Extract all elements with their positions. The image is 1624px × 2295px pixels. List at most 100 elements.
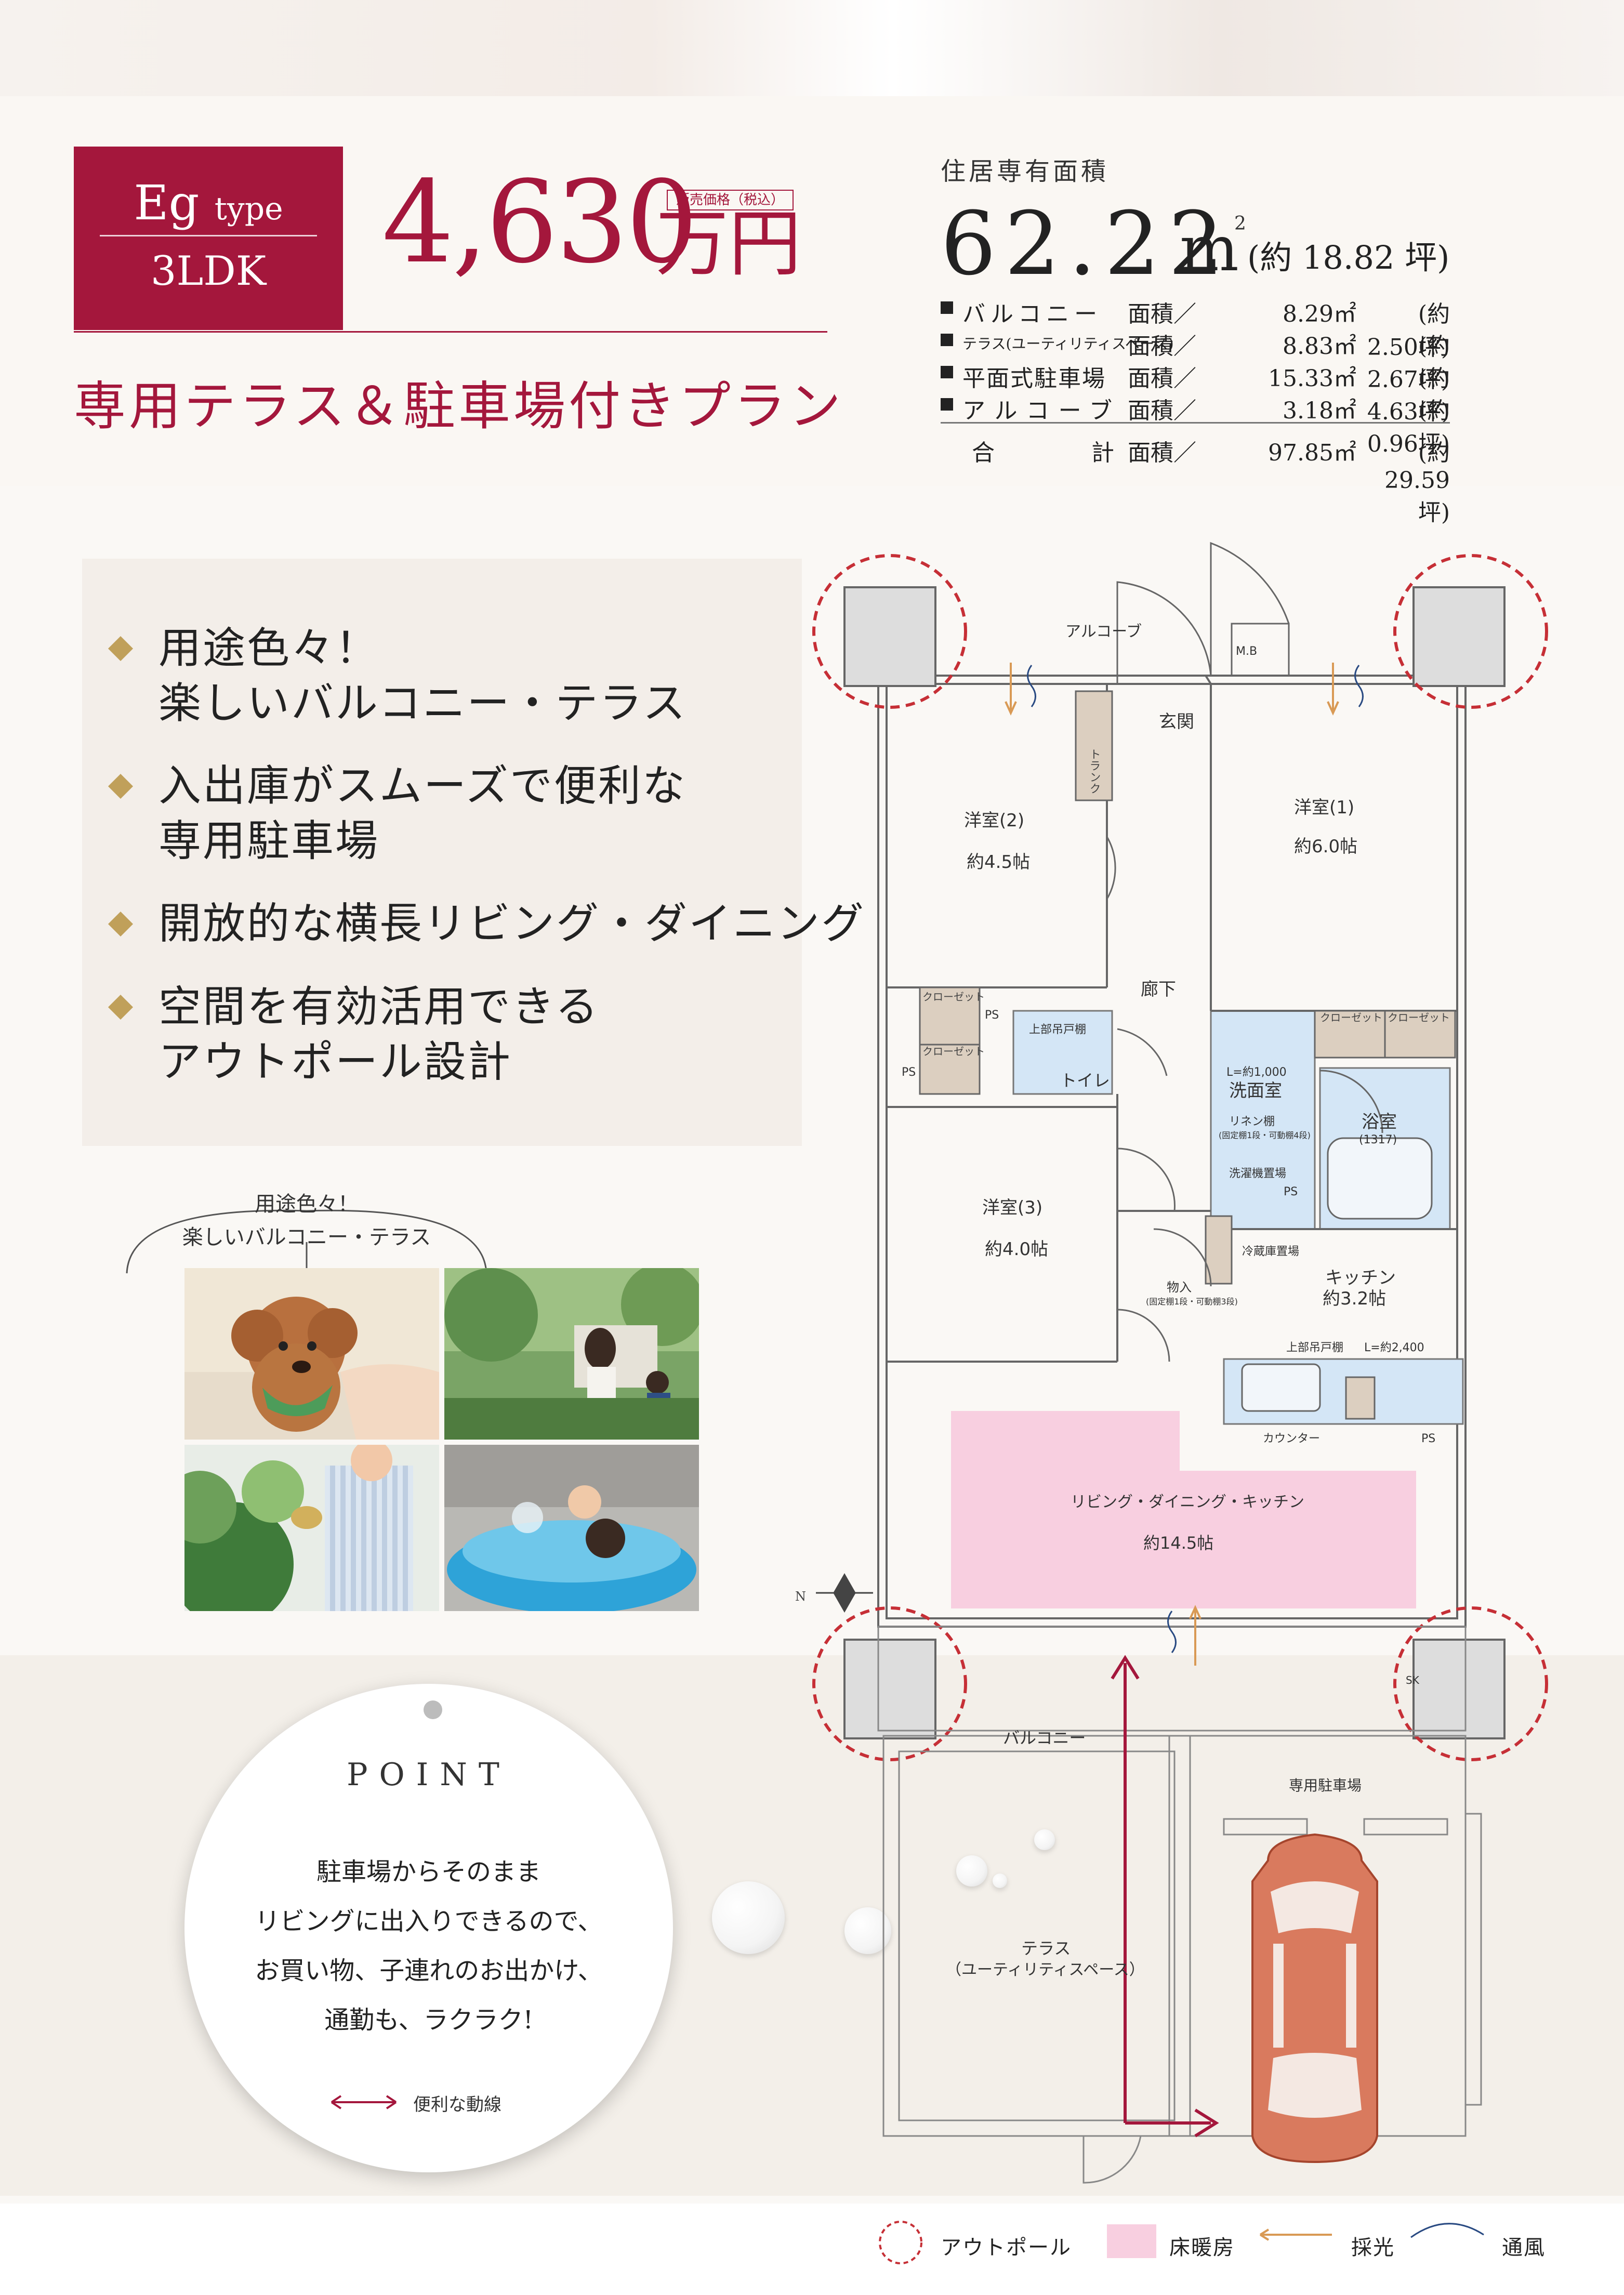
- terrace-note: （ユーティリティスペース）: [946, 1961, 1145, 1979]
- kitchen-size-label: 約3.2帖: [1323, 1288, 1386, 1309]
- room1-size: 約6.0帖: [1294, 836, 1357, 857]
- price-unit: 万円: [656, 202, 802, 286]
- point-title: POINT: [347, 1757, 511, 1793]
- toilet-upper-cabinet-label: 上部吊戸棚: [1029, 1023, 1086, 1036]
- area-row-parking: 平面式駐車場 面積／ 15.33㎡ (約 4.63坪): [941, 360, 1473, 425]
- storage-label: 物入: [1167, 1280, 1192, 1295]
- alcove-label: アルコーブ: [1065, 623, 1142, 641]
- area-label: 住居専有面積: [941, 157, 1110, 186]
- route-line: [1111, 1655, 1219, 2138]
- area-row-terrace: テラス(ユーティリティスペース) 面積／ 8.83㎡ (約 2.67坪): [941, 327, 1473, 393]
- diamond-bullet-icon: [108, 773, 134, 799]
- parking-label: 専用駐車場: [1289, 1777, 1362, 1794]
- bath-label: 浴室: [1362, 1112, 1397, 1132]
- legend-bar: [0, 2204, 1624, 2295]
- room2-size: 約4.5帖: [967, 852, 1030, 873]
- ps-label: PS: [1284, 1185, 1298, 1198]
- area-value: 62.22: [941, 193, 1232, 295]
- dog-photo: [184, 1268, 439, 1440]
- trunk-label: トランク: [1088, 748, 1101, 794]
- room3-size: 約4.0帖: [985, 1239, 1048, 1260]
- room1-name: 洋室(1): [1294, 797, 1354, 818]
- counter-label: カウンター: [1263, 1432, 1320, 1445]
- point-line: リビングに出入りできるので、: [255, 1907, 603, 1936]
- feature-box: [82, 559, 802, 1146]
- point-line: 駐車場からそのまま: [316, 1857, 541, 1887]
- header-rule: [74, 331, 827, 333]
- room2-name: 洋室(2): [964, 810, 1024, 831]
- closet-label: クローゼット: [922, 991, 985, 1003]
- mb-label: M.B: [1236, 645, 1257, 658]
- top-decorative-band: [0, 0, 1624, 96]
- ventilation-icon: [1027, 665, 1364, 1653]
- plan-tagline: 専用テラス＆駐車場付きプラン: [74, 376, 844, 437]
- legend-outpole: アウトポール: [941, 2236, 1072, 2260]
- kitchen-label: キッチン: [1325, 1268, 1396, 1288]
- point-pin-icon: [424, 1700, 442, 1719]
- outpole-marker: [812, 554, 1548, 1761]
- linen-note: (固定棚1段・可動棚4段): [1219, 1130, 1311, 1140]
- ps-label: PS: [902, 1066, 916, 1079]
- legend-daylight: 採光: [1351, 2236, 1395, 2260]
- type-badge: Eg type 3LDK: [74, 147, 343, 330]
- route-arrow-icon: [331, 2095, 397, 2109]
- type-name: Eg: [134, 175, 200, 231]
- area-tsubo: (約 18.82 坪): [1247, 239, 1450, 276]
- floor-plan: トランク クローゼット クローゼット クローゼット クローゼット: [795, 542, 1548, 2184]
- ps-label: PS: [1421, 1432, 1435, 1445]
- feature-item: 空間を有効活用できるアウトポール設計: [108, 980, 787, 1094]
- legend-floor-heating: 床暖房: [1169, 2236, 1235, 2260]
- watering-plants-photo: [184, 1445, 439, 1611]
- washroom-label: 洗面室: [1229, 1080, 1282, 1101]
- legend-ventilation: 通風: [1502, 2236, 1546, 2260]
- point-line: お買い物、子連れのお出かけ、: [255, 1956, 603, 1985]
- bubble-decoration: [956, 1855, 987, 1887]
- sink-length-label: L=約1,000: [1226, 1066, 1287, 1079]
- closet-label: クローゼット: [1320, 1011, 1382, 1024]
- area-unit: m: [1180, 213, 1239, 285]
- area-row-balcony: バルコニー 面積／ 8.29㎡ (約 2.50坪): [941, 295, 1473, 361]
- bubble-decoration: [712, 1881, 785, 1954]
- storage-note: (固定棚1段・可動棚3段): [1146, 1297, 1238, 1307]
- washroom-area: [1210, 1010, 1316, 1230]
- room3-name: 洋室(3): [982, 1197, 1042, 1218]
- bubble-decoration: [1034, 1829, 1055, 1850]
- sk-label: SK: [1406, 1674, 1420, 1686]
- bubble-decoration: [993, 1874, 1007, 1888]
- feature-item: 開放的な横長リビング・ダイニング: [108, 896, 864, 954]
- area-unit-sup: 2: [1234, 213, 1246, 234]
- diamond-bullet-icon: [108, 994, 134, 1020]
- point-line: 通勤も、ラクラク!: [324, 2006, 533, 2035]
- kitchen-length-label: L=約2,400: [1364, 1341, 1424, 1354]
- ps-label: PS: [985, 1009, 999, 1022]
- hallway-label: 廊下: [1141, 979, 1176, 1000]
- toilet-label: トイレ: [1060, 1071, 1110, 1090]
- closet-label: クローゼット: [922, 1045, 985, 1058]
- kitchen-upper-cabinet-label: 上部吊戸棚: [1286, 1341, 1343, 1354]
- ldk-label: リビング・ダイニング・キッチン: [1071, 1493, 1304, 1511]
- photo-caption: 用途色々！ 楽しいバルコニー・テラス: [182, 1192, 431, 1249]
- floor-heating-area: [1180, 1471, 1416, 1608]
- area-row-total: 合 計 面積／ 97.85㎡ (約 29.59坪): [972, 440, 1450, 526]
- balcony-label: バルコニー: [1003, 1728, 1086, 1748]
- area-row-alcove: アルコーブ 面積／ 3.18㎡ (約 0.96坪): [941, 392, 1473, 457]
- terrace-label: テラス: [1021, 1938, 1071, 1958]
- ldk-size-label: 約14.5帖: [1143, 1533, 1213, 1553]
- ventilation-legend-icon: [1410, 2223, 1484, 2238]
- area-total-rule: [941, 422, 1450, 424]
- kids-pool-photo: [444, 1445, 699, 1611]
- type-word: type: [214, 191, 283, 227]
- daylight-legend-icon: [1259, 2228, 1332, 2241]
- layout-label: 3LDK: [150, 248, 267, 295]
- toilet-area: [1012, 1010, 1113, 1095]
- floor-heating-area: [951, 1411, 1180, 1608]
- genkan-label: 玄関: [1159, 711, 1194, 732]
- garden-family-photo: [444, 1268, 699, 1440]
- bath-size-label: (1317): [1359, 1133, 1397, 1146]
- north-label: N: [795, 1589, 806, 1604]
- floor-heating-legend-icon: [1107, 2224, 1156, 2258]
- closet-label: クローゼット: [1388, 1011, 1450, 1024]
- feature-item: 用途色々！楽しいバルコニー・テラス: [108, 621, 787, 735]
- fridge-label: 冷蔵庫置場: [1242, 1245, 1299, 1258]
- point-circle: [184, 1684, 673, 2172]
